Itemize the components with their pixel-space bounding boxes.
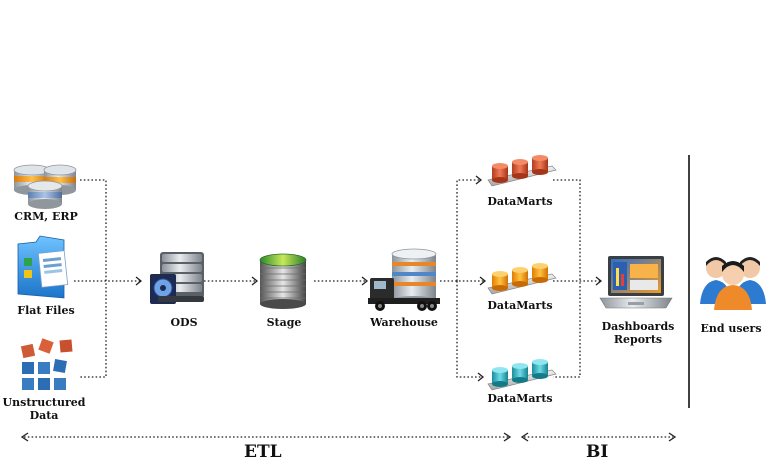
datamart-top-icon [487,155,557,187]
datamart-label-bottom: DataMarts [487,392,553,405]
datamart-bottom-icon [487,359,557,391]
warehouse-label: Warehouse [370,316,438,329]
ods-label: ODS [170,316,198,329]
datamart-label-middle: DataMarts [487,299,553,312]
datamart-label-top: DataMarts [487,195,553,208]
etl-phase-label: ETL [244,442,282,462]
source-label-crm-erp: CRM, ERP [14,210,78,223]
unstructured-blocks-icon [20,338,73,390]
database-cluster-icon [13,164,77,209]
folder-icon [17,235,69,299]
arrow-heads [20,175,677,442]
end-users-label: End users [700,322,762,335]
ods-server-icon [150,252,204,304]
laptop-dashboard-icon [599,256,673,309]
source-label-flat-files: Flat Files [17,304,75,317]
bi-phase-label: BI [586,442,609,462]
dashboards-label: Dashboards Reports [601,320,675,346]
warehouse-truck-icon [368,248,440,311]
stage-stack-icon [259,253,307,309]
stage-label: Stage [266,316,302,329]
source-label-unstructured: Unstructured Data [2,396,86,422]
datamart-middle-icon [487,263,557,295]
users-group-icon [700,257,766,310]
connector-lines [24,179,673,438]
